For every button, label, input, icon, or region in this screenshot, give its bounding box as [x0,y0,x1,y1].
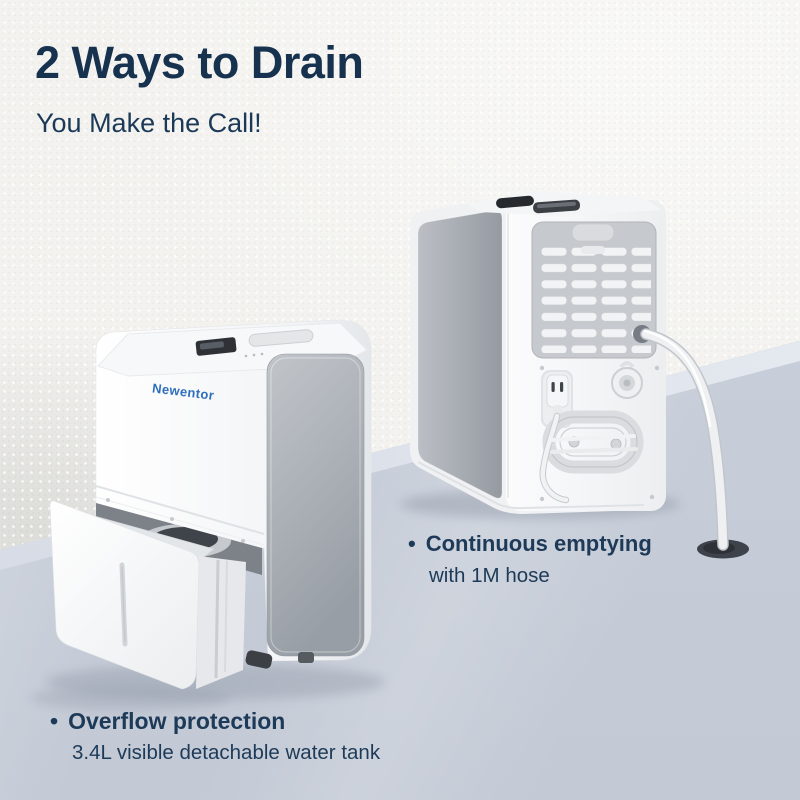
feature-overflow-protection: • Overflow protection 3.4L visible detac… [50,708,380,765]
feature-description: with 1M hose [429,564,550,587]
bullet-icon: • [50,708,59,734]
page-subtitle: You Make the Call! [36,107,262,138]
feature-title: Continuous emptying [425,531,652,556]
bullet-icon: • [408,531,416,556]
feature-description: 3.4L visible detachable water tank [72,741,381,764]
header: 2 Ways to Drain You Make the Call! [35,37,364,139]
feature-title: Overflow protection [68,708,286,734]
feature-title-row: • Overflow protection [50,708,380,735]
feature-title-row: • Continuous emptying [408,531,652,557]
page-title: 2 Ways to Drain [35,37,364,88]
feature-continuous-emptying: • Continuous emptying with 1M hose [408,531,652,588]
